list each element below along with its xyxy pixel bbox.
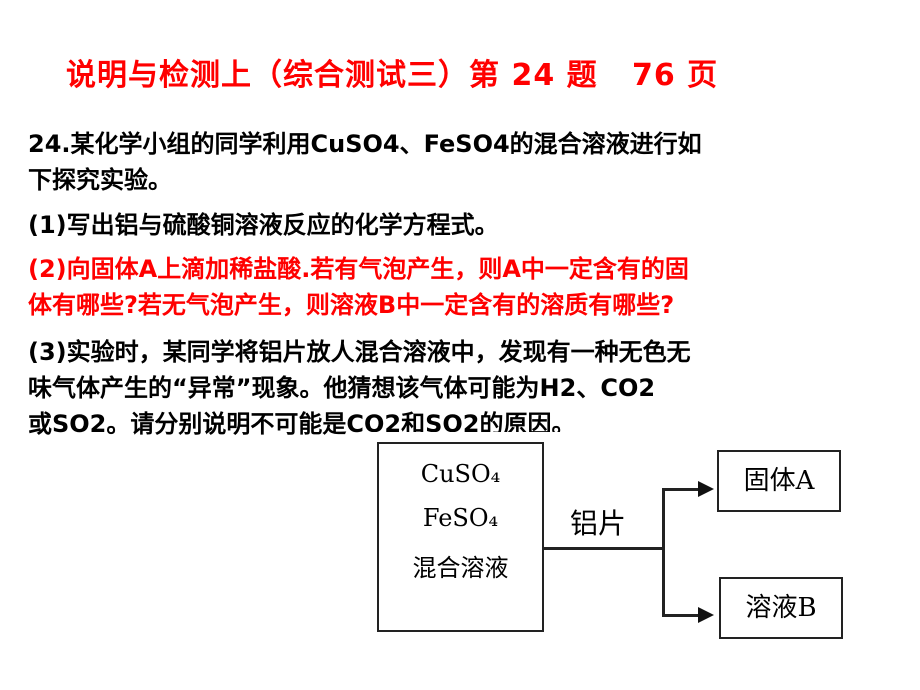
feso4-label: FeSO₄ (422, 504, 499, 532)
arrow-icon (698, 607, 714, 623)
connector-line (662, 488, 665, 616)
solid-a-box: 固体A (717, 450, 841, 512)
slide-title: 说明与检测上（综合测试三）第 24 题 76 页 (66, 58, 719, 93)
mixed-solution-label: 混合溶液 (412, 554, 509, 582)
connector-line (662, 488, 700, 491)
cuso4-label: CuSO₄ (420, 460, 501, 488)
question-line: 下探究实验。 (28, 166, 172, 194)
question-part-2: 体有哪些?若无气泡产生，则溶液B中一定含有的溶质有哪些? (28, 291, 675, 319)
question-part-3: (3)实验时，某同学将铝片放人混合溶液中，发现有一种无色无 (28, 338, 691, 366)
connector-line (662, 614, 700, 617)
reagent-label: 铝片 (570, 507, 627, 540)
question-part-1: (1)写出铝与硫酸铜溶液反应的化学方程式。 (28, 211, 499, 239)
arrow-icon (698, 481, 714, 497)
question-line: 24.某化学小组的同学利用CuSO4、FeSO4的混合溶液进行如 (28, 130, 702, 158)
solution-b-box: 溶液B (719, 577, 843, 639)
mixed-solution-box: CuSO₄ FeSO₄ 混合溶液 (377, 442, 544, 632)
connector-line (542, 547, 664, 550)
question-part-3: 味气体产生的“异常”现象。他猜想该气体可能为H2、CO2 (28, 374, 656, 402)
question-part-2: (2)向固体A上滴加稀盐酸.若有气泡产生，则A中一定含有的固 (28, 255, 689, 283)
experiment-diagram: CuSO₄ FeSO₄ 混合溶液 铝片 固体A 溶液B (365, 432, 850, 648)
